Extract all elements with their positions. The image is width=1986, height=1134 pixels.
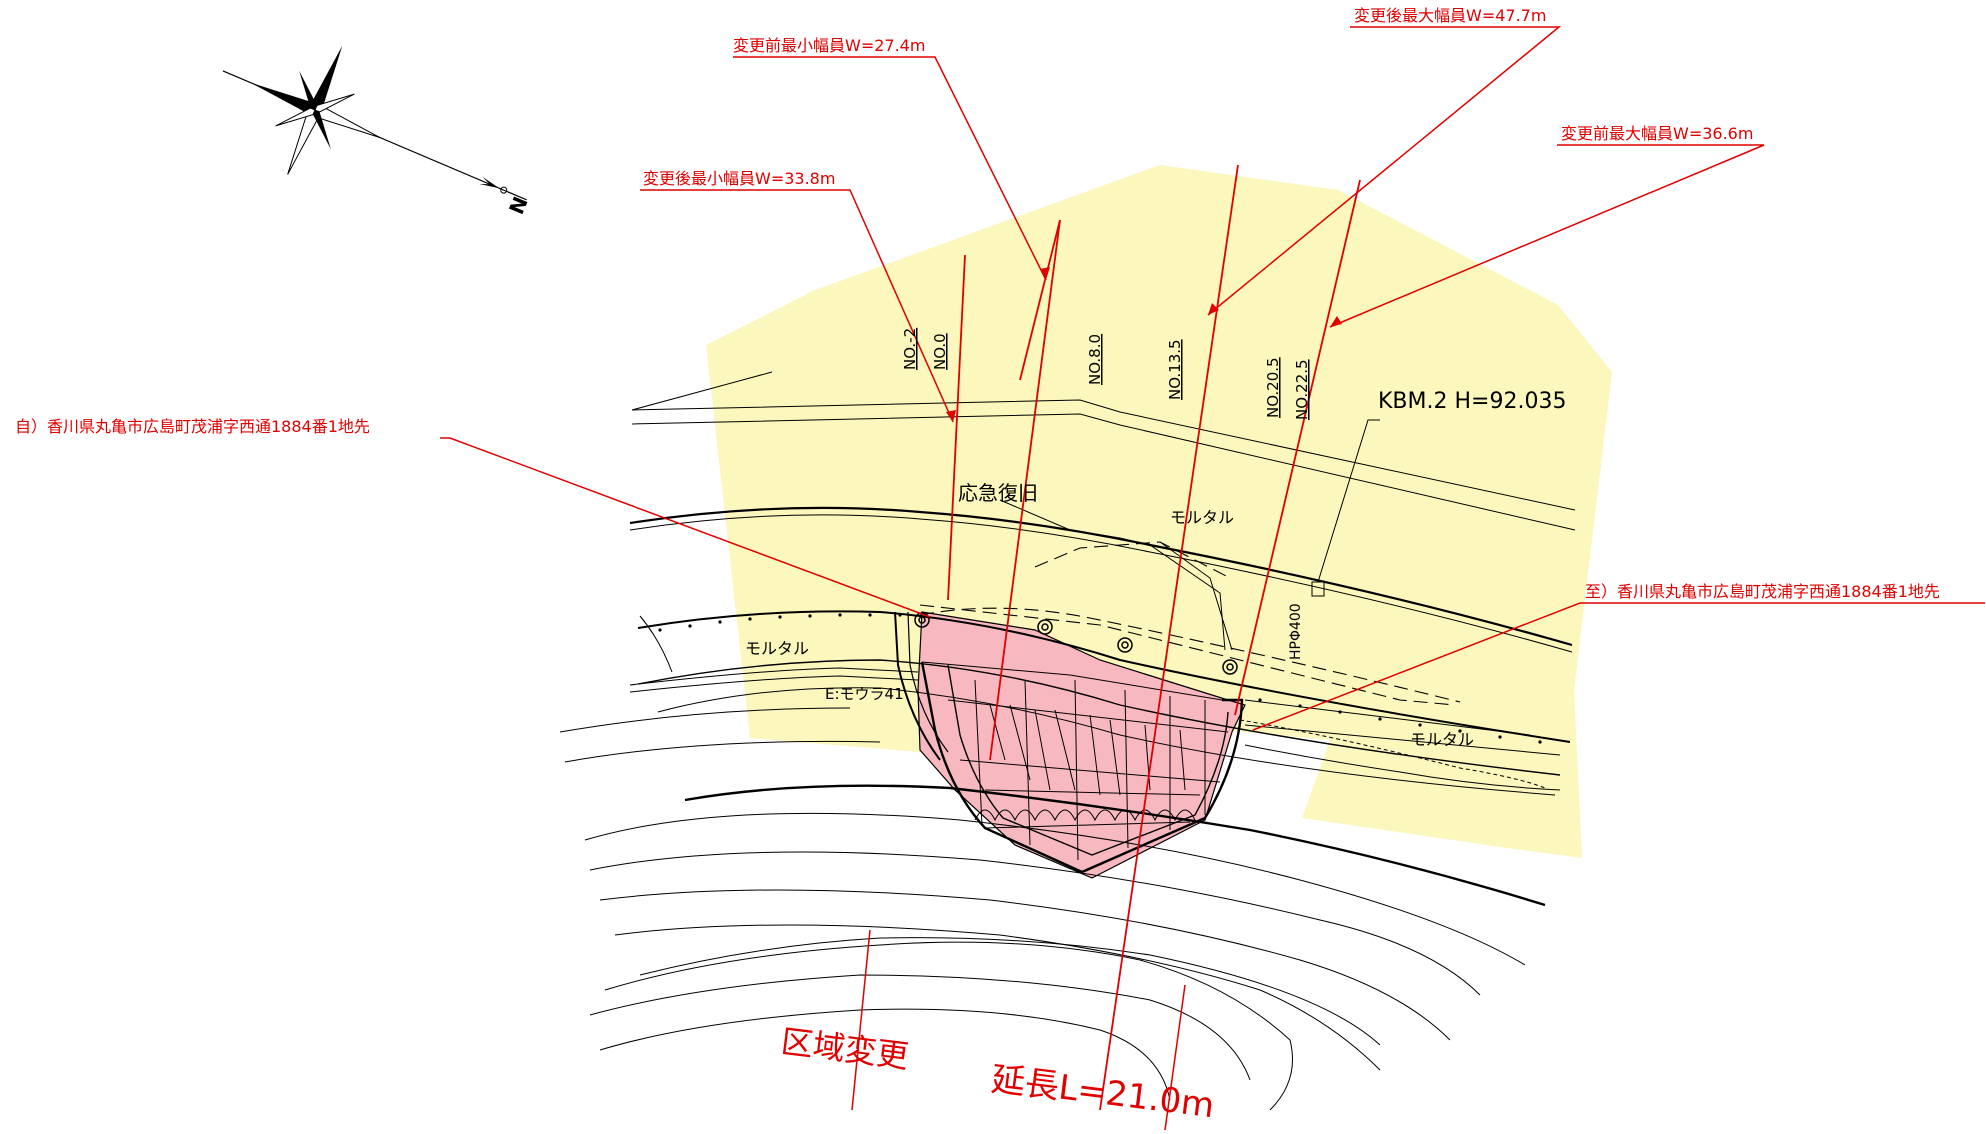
length-dimension	[851, 929, 1186, 1131]
zone-change-label: 区域変更	[779, 1022, 911, 1075]
mortar-label: モルタル	[745, 639, 809, 658]
station-labels: NO.-2 NO.0 NO.8.0 NO.13.5 NO.20.5 NO.22.…	[901, 328, 1311, 420]
mortar-label: モルタル	[1410, 730, 1474, 749]
retaining-wall	[894, 611, 1244, 874]
station-label: NO.22.5	[1293, 359, 1311, 420]
station-label: NO.-2	[901, 328, 919, 370]
from-location-label: 自）香川県丸亀市広島町茂浦字西通1884番1地先	[15, 417, 370, 436]
manhole-markers	[914, 612, 1238, 675]
station-label: NO.8.0	[1086, 334, 1104, 385]
emergency-repair-label: 応急復旧	[958, 481, 1038, 505]
north-label: N	[504, 193, 533, 218]
callout-arrowheads	[946, 267, 1342, 422]
station-lines	[947, 164, 1361, 1111]
compass-rose-icon: N	[222, 45, 533, 218]
mortar-label: モルタル	[1170, 508, 1234, 527]
emergency-repair-leader-2	[1159, 541, 1233, 651]
station-label: NO.20.5	[1264, 357, 1282, 418]
topography-lines	[559, 371, 1576, 1111]
emergency-repair-leader	[999, 499, 1226, 651]
before-max-width-label: 変更前最大幅員W=36.6m	[1561, 124, 1753, 143]
length-label: 延長L=21.0m	[989, 1059, 1216, 1126]
mortar-bank-lines	[629, 615, 1561, 791]
to-location-label: 至）香川県丸亀市広島町茂浦字西通1884番1地先	[1585, 582, 1940, 601]
callout-leaders	[440, 26, 1985, 731]
station-label: NO.0	[931, 333, 949, 370]
before-min-width-label: 変更前最小幅員W=27.4m	[733, 36, 925, 55]
benchmark-marker	[1311, 419, 1380, 597]
wall-grid	[974, 679, 1206, 861]
benchmark-label: KBM.2 H=92.035	[1378, 389, 1566, 414]
planned-lines	[919, 541, 1461, 706]
after-max-width-label: 変更後最大幅員W=47.7m	[1354, 6, 1546, 25]
after-min-width-label: 変更後最小幅員W=33.8m	[643, 169, 835, 188]
guardrail-marks	[658, 613, 1542, 744]
retaining-wall-label: E:モウラ41	[825, 685, 904, 703]
pipe-label: HPΦ400	[1288, 603, 1304, 660]
station-label: NO.13.5	[1166, 339, 1184, 400]
